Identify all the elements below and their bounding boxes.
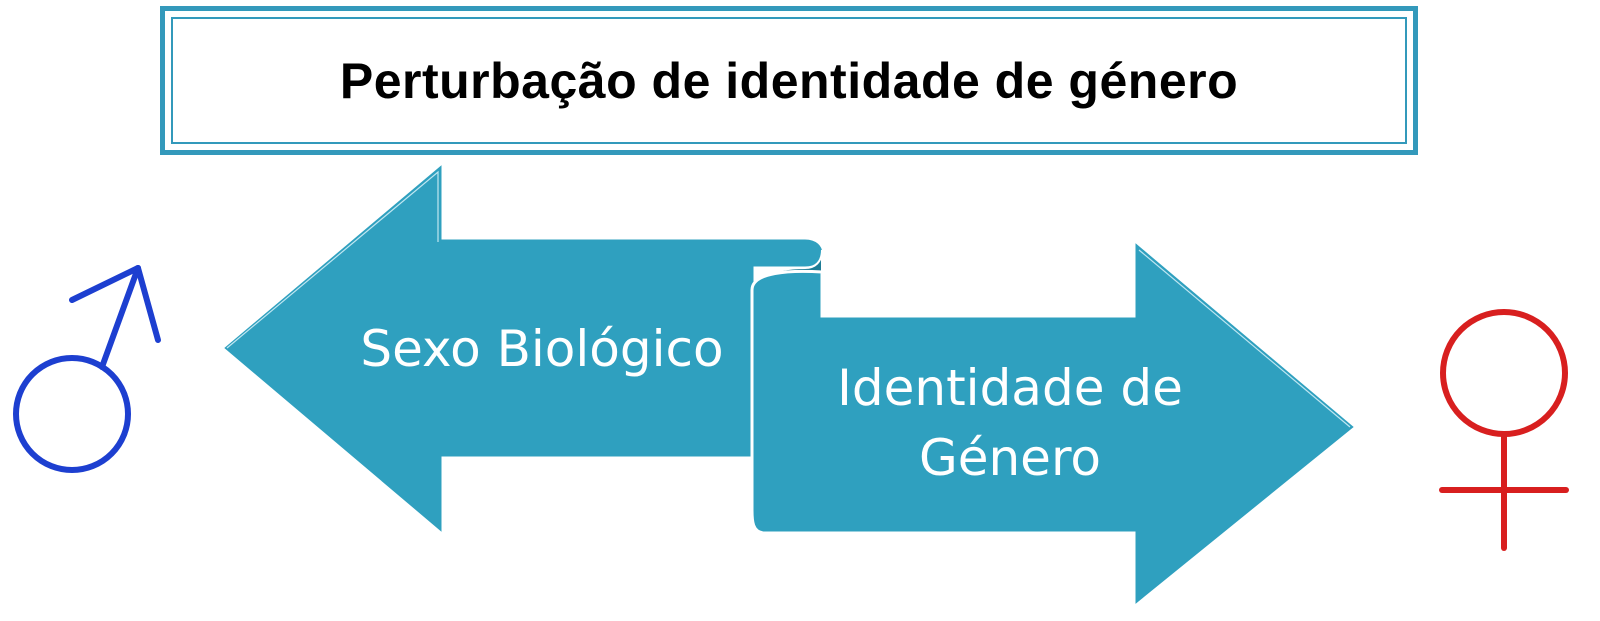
right-arrow [750,236,1359,611]
male-symbol-icon [13,265,161,473]
right-arrow-label-line-2: Género [919,429,1101,487]
right-arrow-label-line-1: Identidade de [837,359,1183,417]
title-frame: Perturbação de identidade de género [160,6,1418,155]
diagram-title: Perturbação de identidade de género [339,52,1239,109]
left-arrow-label: Sexo Biológico [360,320,723,378]
title-frame-inner: Perturbação de identidade de género [171,17,1407,144]
female-symbol-icon [1439,309,1569,551]
